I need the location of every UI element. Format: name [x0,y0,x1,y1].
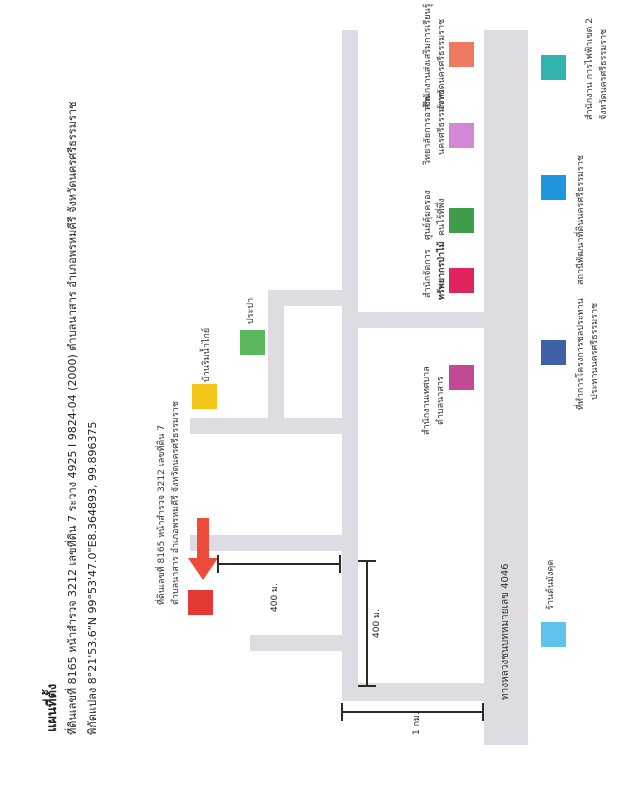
dimension-tick [339,555,341,573]
landmark-home-marker[interactable] [192,384,217,409]
landmark-center-marker[interactable] [449,208,474,233]
distance-1km: 1 กม. [412,712,422,735]
cross-road [190,418,342,434]
landmark-land-dev-label: สถานีพัฒนาที่ดินนครศรีธรรมราช [576,155,586,285]
coordinates-line: พิกัดแปลง 8°21'53.6"N 99°53'47.0"E8.3648… [86,421,99,735]
landmark-office-top-label-line1: สำนักงานส่งเสริมการเรียนรู้ [423,3,433,110]
landmark-pao-label-line2: ตำบลนาสาร [436,376,446,425]
landmark-center-label-line2: คนไร้ที่พึ่ง [437,198,447,236]
landmark-irrigation-label-line2: ประทานนครศรีธรรมราช [590,302,600,400]
highway-4046 [484,30,528,745]
landmark-center-label-line1: ศูนย์คุ้มครอง [423,190,433,240]
landmark-electric-marker[interactable] [541,55,566,80]
landmark-coop-marker[interactable] [449,268,474,293]
dimension-tick [217,555,219,573]
landmark-land-dev-marker[interactable] [541,175,566,200]
dimension-400m-b [366,560,368,687]
landmark-coop-label-line1: สำนักจัดการ [423,249,433,298]
location-arrow-icon [188,518,218,580]
landmark-prapa-marker[interactable] [240,330,265,355]
landmark-office-top-marker[interactable] [449,42,474,67]
upper-connector [268,290,342,306]
connector-road-middle [358,312,484,328]
dimension-tick [358,560,376,562]
landmark-irrigation-label-line1: ที่ทำการโครงการชลประทาน [576,298,586,410]
landmark-electric-label-line1: สำนักงาน การไฟฟ้าเขต 2 [585,18,595,120]
landmark-coop-label-line2: ทรัพยากรป่าไม้ [437,241,447,300]
landmark-college-marker[interactable] [449,123,474,148]
landmark-pao-marker[interactable] [449,365,474,390]
parcel-label-line2: ตำบลนาสาร อำเภอพรหมคีรี จังหวัดนครศรีธรร… [171,401,181,605]
connector-road-bottom [342,683,485,701]
parcel-info-line: ที่ดินเลขที่ 8165 หน้าสำรวจ 3212 เลขที่ด… [66,101,79,735]
distance-400m-a: 400 ม. [270,583,280,612]
map-title: แผนที่ตั้ง [45,683,60,732]
dimension-tick [482,703,484,721]
highway-label: ทางหลวงชนบทหมายเลข 4046 [500,563,511,700]
landmark-pao-label-line1: สำนักงานเทศบาล [422,366,432,435]
main-road [342,30,358,685]
dimension-tick [358,685,376,687]
side-road-left [250,635,342,651]
dimension-1km [342,711,484,713]
parcel-marker[interactable] [188,590,213,615]
parcel-access-road [190,535,342,551]
landmark-shop-label: ร้านต้นมังคุด [546,559,556,610]
landmark-home-label: บ้านริมน้ำไกย์ [202,327,212,382]
parcel-label-line1: ที่ดินเลขที่ 8165 หน้าสำรวจ 3212 เลขที่ด… [157,425,167,605]
dimension-400m-a [218,563,340,565]
distance-400m-b: 400 ม. [372,609,382,638]
landmark-shop-marker[interactable] [541,622,566,647]
landmark-prapa-label: ประปา [246,297,256,324]
landmark-office-top-label-line2: จังหวัดนครศรีธรรมราช [437,18,447,110]
vertical-lane [268,290,284,434]
landmark-irrigation-marker[interactable] [541,340,566,365]
landmark-electric-label-line2: จังหวัดนครศรีธรรมราช [599,28,609,120]
dimension-tick [341,703,343,721]
